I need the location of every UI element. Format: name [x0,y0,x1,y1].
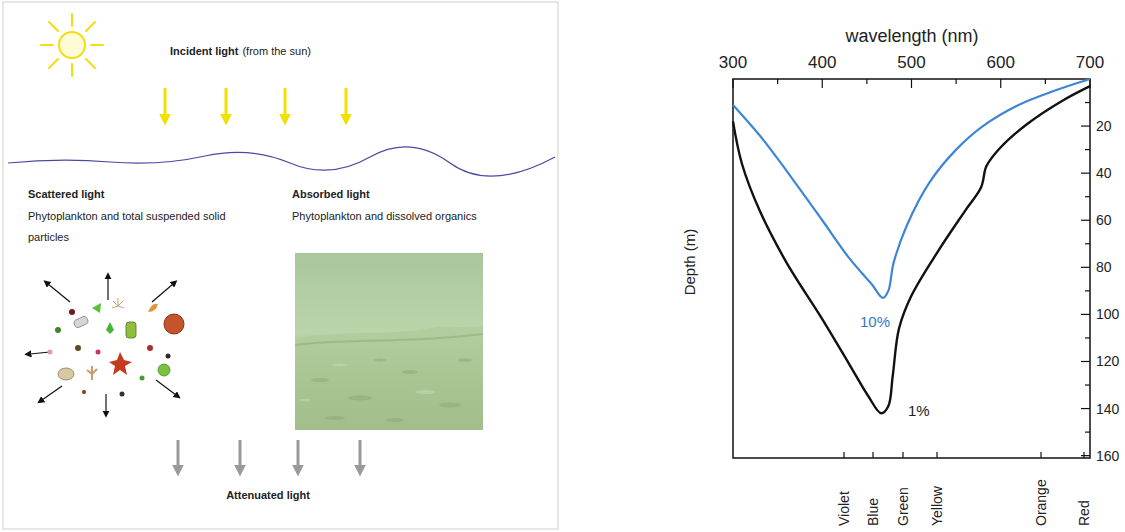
x-axis-title: wavelength (nm) [845,26,978,48]
curve-label: 1% [908,402,930,420]
wavelength-tick-label: 300 [719,53,747,73]
depth-ticks [1081,103,1090,456]
scattered-light-body: Phytoplankton and total suspended solid … [28,206,260,248]
plot-frame [733,79,1090,458]
depth-tick-label: 80 [1096,259,1112,276]
color-band-label: Green [895,487,912,526]
depth-tick-label: 120 [1096,353,1119,370]
sun-icon [41,14,103,76]
depth-tick-label: 20 [1096,118,1112,135]
color-band-label: Yellow [929,486,946,526]
absorbed-light-body: Phytoplankton and dissolved organics [292,206,547,227]
incident-light-note: (from the sun) [242,45,310,58]
curve-10-percent [733,79,1090,298]
attenuated-arrows [178,440,360,467]
water-surface [8,147,555,176]
depth-chart [733,79,1090,458]
curve-label: 10% [860,313,890,331]
turbid-water-photo [295,253,483,430]
depth-tick-label: 140 [1096,400,1119,417]
depth-tick-label: 40 [1096,165,1112,182]
depth-tick-label: 100 [1096,306,1119,323]
color-band-label: Blue [865,498,882,526]
y-axis-title: Depth (m) [681,229,699,296]
wavelength-tick-label: 700 [1076,53,1104,73]
incident-light-heading: Incident light [170,45,238,58]
attenuated-light-label: Attenuated light [226,489,310,502]
color-band-label: Violet [836,491,853,526]
incident-arrows [165,88,346,116]
color-ticks [844,452,1084,458]
scattered-light-heading: Scattered light [28,188,104,201]
panel-frame [3,2,558,529]
wavelength-tick-label: 500 [897,53,925,73]
wavelength-tick-label: 600 [987,53,1015,73]
curve-1-percent [733,86,1090,413]
depth-tick-label: 60 [1096,212,1112,229]
particles-illustration [30,278,184,412]
wavelength-tick-label: 400 [808,53,836,73]
top-ticks [733,79,1090,88]
depth-tick-label: 160 [1096,447,1119,464]
color-band-label: Orange [1033,479,1050,526]
color-band-label: Red [1076,500,1093,526]
absorbed-light-heading: Absorbed light [292,188,370,201]
